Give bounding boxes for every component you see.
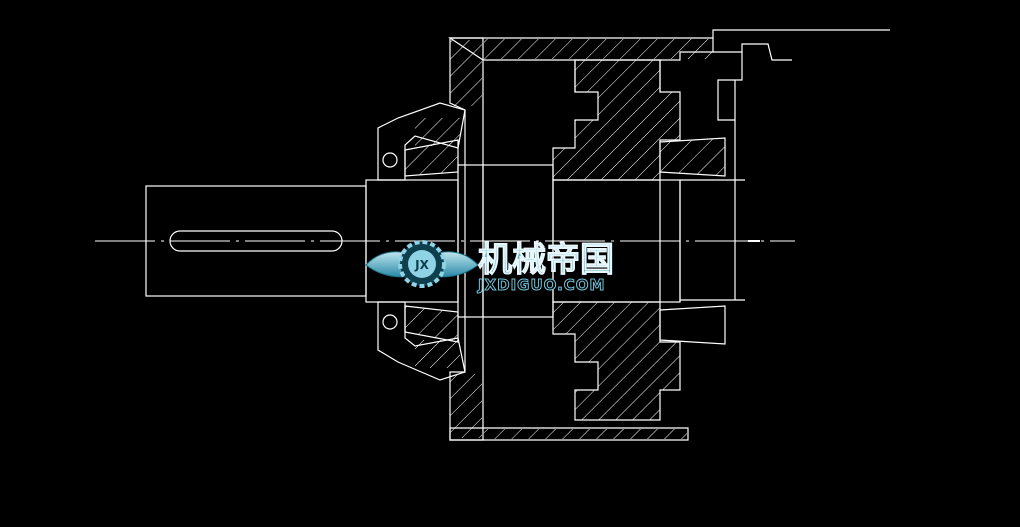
bearing-right-top (659, 137, 726, 177)
bearing-left-bottom (404, 305, 459, 343)
right-flange (712, 29, 890, 38)
drawing-lines (95, 29, 890, 441)
watermark-logo: JX 机械帝国 JXDIGUO.COM (365, 240, 615, 295)
housing-bottom (449, 427, 689, 441)
watermark-subtitle: JXDIGUO.COM (477, 276, 605, 294)
bearing-right-bottom (659, 305, 726, 345)
bearing-left-top (404, 139, 459, 177)
logo-badge: JX (414, 258, 429, 272)
gear-bottom (552, 301, 681, 421)
shaft-keyway (169, 230, 343, 252)
watermark-title: 机械帝国 (478, 240, 614, 280)
